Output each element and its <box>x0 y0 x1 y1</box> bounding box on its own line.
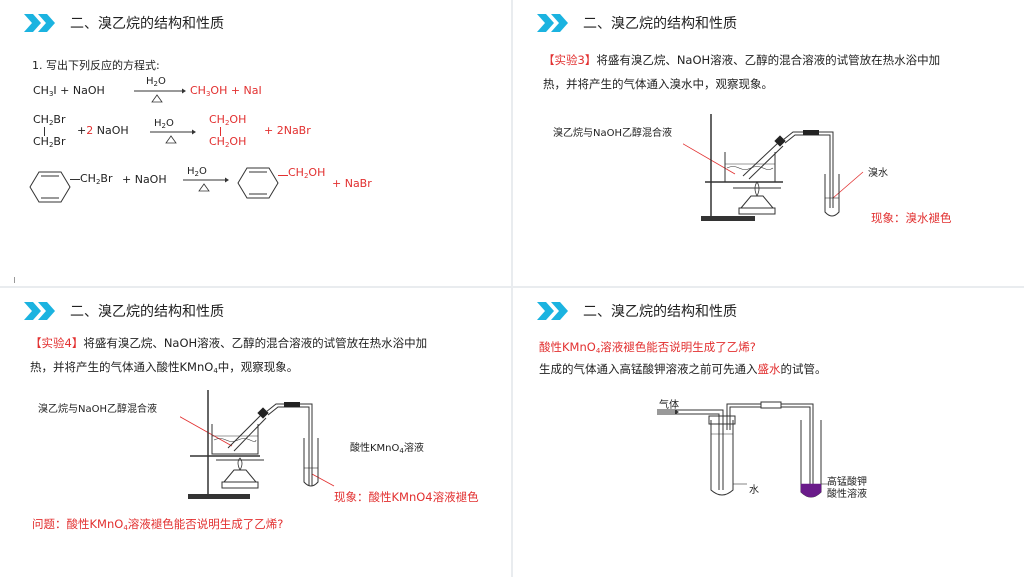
answer-text: 生成的气体通入高锰酸钾溶液之前可先通入盛水的试管。 <box>539 362 827 376</box>
slide-header: 二、溴乙烷的结构和性质 <box>537 300 737 322</box>
phenomenon-text: 现象：溴水褪色 <box>871 211 952 225</box>
double-chevron-icon <box>537 302 568 320</box>
reaction3-nabr: + NaBr <box>332 177 372 190</box>
label-bromine-water: 溴水 <box>868 168 888 179</box>
header-title: 二、溴乙烷的结构和性质 <box>583 16 737 32</box>
reaction2-ch2br-top: CH2Br <box>33 113 66 127</box>
double-chevron-icon <box>537 14 568 32</box>
slide-3[interactable]: 二、溴乙烷的结构和性质 【实验4】将盛有溴乙烷、NaOH溶液、乙醇的混合溶液的试… <box>0 288 511 577</box>
label-mixture: 溴乙烷与NaOH乙醇混合液 <box>553 128 672 139</box>
reaction3-naoh: + NaOH <box>122 173 167 186</box>
slide-1[interactable]: 二、溴乙烷的结构和性质 1. 写出下列反应的方程式: CH3I + NaOH H… <box>0 0 511 286</box>
slide-4[interactable]: 二、溴乙烷的结构和性质 酸性KMnO4溶液褪色能否说明生成了乙烯? 生成的气体通… <box>513 288 1024 577</box>
bond-line <box>220 127 221 136</box>
apparatus-diagram <box>683 114 864 221</box>
reaction2-arrow <box>150 129 196 144</box>
double-chevron-icon <box>24 302 55 320</box>
header-title: 二、溴乙烷的结构和性质 <box>70 16 224 32</box>
reaction2-naoh: +2 NaOH <box>77 124 129 137</box>
reaction2-nabr: + 2NaBr <box>264 124 311 137</box>
apparatus-diagram <box>180 390 335 499</box>
reaction3-arrow <box>183 177 229 192</box>
header-title: 二、溴乙烷的结构和性质 <box>583 304 737 320</box>
edge-tick <box>14 277 15 283</box>
benzene-ring-icon <box>237 167 279 199</box>
label-mixture: 溴乙烷与NaOH乙醇混合液 <box>38 404 157 415</box>
reaction1-condition: H2O <box>146 76 166 88</box>
bond-line <box>70 179 80 180</box>
intro-text: 1. 写出下列反应的方程式: <box>32 59 160 72</box>
label-kmno4-2: 酸性溶液 <box>827 489 867 500</box>
label-kmno4-solution: 酸性KMnO4溶液 <box>350 443 424 455</box>
label-kmno4-1: 高锰酸钾 <box>827 477 867 488</box>
reaction3-condition: H2O <box>187 166 207 178</box>
benzene-ring-icon <box>29 171 71 203</box>
reaction1-products: CH3OH + NaI <box>190 84 262 98</box>
header-title: 二、溴乙烷的结构和性质 <box>70 304 224 320</box>
bond-line <box>44 127 45 136</box>
question-text: 酸性KMnO4溶液褪色能否说明生成了乙烯? <box>539 340 756 355</box>
slide-header: 二、溴乙烷的结构和性质 <box>24 300 224 322</box>
double-chevron-icon <box>24 14 55 32</box>
phenomenon-text: 现象：酸性KMnO4溶液褪色 <box>334 490 479 504</box>
label-water: 水 <box>749 485 759 496</box>
slide-header: 二、溴乙烷的结构和性质 <box>24 12 224 34</box>
reaction2-ch2br-bottom: CH2Br <box>33 135 66 149</box>
washing-bottle-diagram <box>657 401 829 498</box>
experiment3-line1: 【实验3】将盛有溴乙烷、NaOH溶液、乙醇的混合溶液的试管放在热水浴中加 <box>543 53 941 67</box>
slide-2[interactable]: 二、溴乙烷的结构和性质 【实验3】将盛有溴乙烷、NaOH溶液、乙醇的混合溶液的试… <box>513 0 1024 286</box>
reaction2-ch2oh-top: CH2OH <box>209 113 247 127</box>
reaction2-condition: H2O <box>154 118 174 130</box>
question-text: 问题：酸性KMnO4溶液褪色能否说明生成了乙烯? <box>32 517 284 532</box>
reaction1-arrow <box>134 88 186 103</box>
experiment4-line1: 【实验4】将盛有溴乙烷、NaOH溶液、乙醇的混合溶液的试管放在热水浴中加 <box>30 336 428 350</box>
reaction3-benzyl-bromide: CH2Br <box>80 172 113 186</box>
label-gas: 气体 <box>659 400 679 411</box>
reaction1-reactants: CH3I + NaOH <box>33 84 105 98</box>
reaction2-ch2oh-bottom: CH2OH <box>209 135 247 149</box>
reaction3-benzyl-alcohol: CH2OH <box>288 166 326 180</box>
experiment4-line2: 热，并将产生的气体通入酸性KMnO4中，观察现象。 <box>30 360 299 375</box>
slide-header: 二、溴乙烷的结构和性质 <box>537 12 737 34</box>
experiment3-line2: 热，并将产生的气体通入溴水中，观察现象。 <box>543 77 773 91</box>
bond-line <box>278 175 288 176</box>
